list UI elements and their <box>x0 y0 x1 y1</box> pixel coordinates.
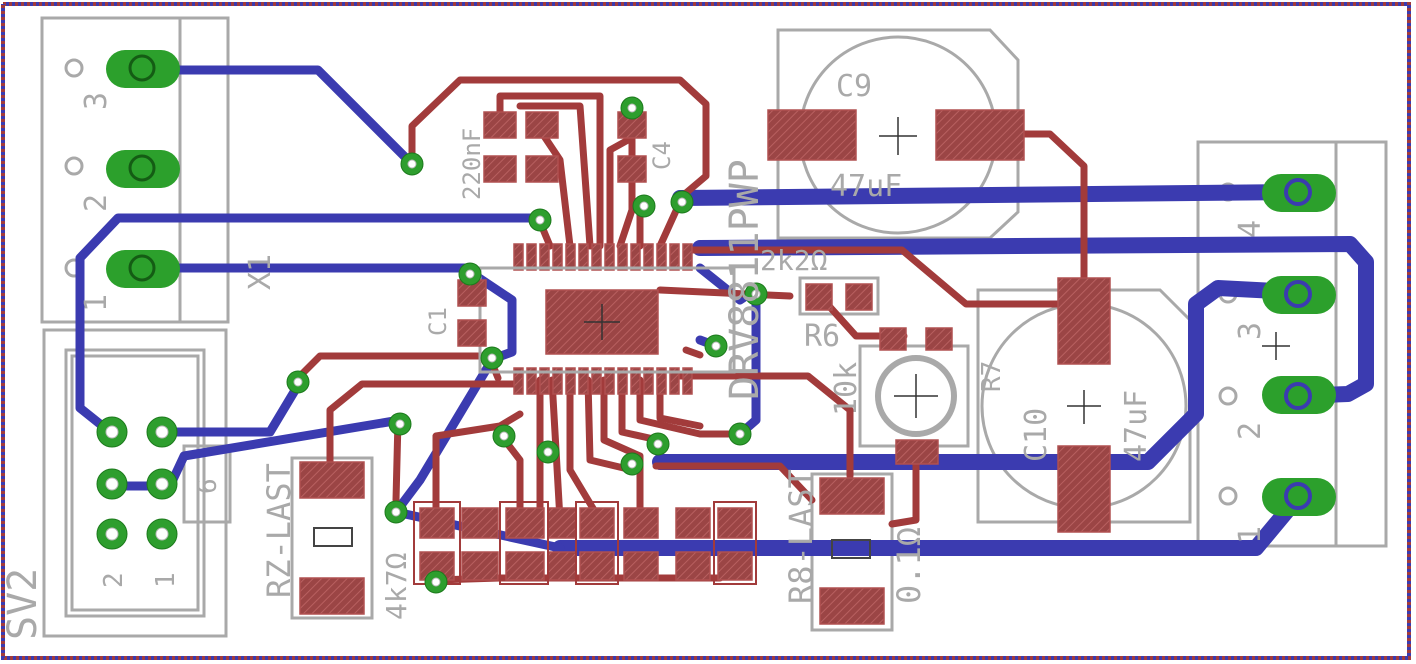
ic-name-label: DRV8811PWP <box>722 159 768 400</box>
r8-value-label: 0.1Ω <box>890 527 928 604</box>
x1-pin2-label: 2 <box>79 194 114 212</box>
x1-name-label: X1 <box>243 254 278 290</box>
c9-name-label: C9 <box>836 69 872 104</box>
c4-name-label: C4 <box>648 141 676 170</box>
c9-value-label: 47uF <box>830 169 902 204</box>
right-pin4-label: 4 <box>1233 220 1268 238</box>
right-pin2-label: 2 <box>1233 422 1268 440</box>
sv2-outline <box>42 328 228 638</box>
c9-outline <box>776 28 1020 240</box>
right-pin3-label: 3 <box>1233 322 1268 340</box>
c10-pad-top <box>1057 277 1111 365</box>
pads-layer <box>299 109 1111 625</box>
sv2-name-label: SV2 <box>0 568 46 640</box>
ic-pins-bottom <box>513 367 693 395</box>
sv2-pin2-label: 2 <box>99 572 129 588</box>
r7-name-label: R7 <box>977 361 1007 392</box>
c9-pad-right <box>935 109 1025 161</box>
c220-value-label: 220nF <box>458 128 486 200</box>
res-4k7-label: 4k7Ω <box>380 553 413 620</box>
sv2-pin6-label: 6 <box>193 478 223 494</box>
r6-name-label: R6 <box>804 319 840 354</box>
r7-value-label: 10k <box>829 362 864 416</box>
c10-value-label: 47uF <box>1119 390 1154 462</box>
c1-name-label: C1 <box>424 307 452 336</box>
sv2-pin1-label: 1 <box>151 572 181 588</box>
c9-pad-left <box>767 109 857 161</box>
r8-last-label: R8-LAST <box>782 469 820 604</box>
ic-pins-top <box>513 243 693 271</box>
vias-layer <box>286 96 768 594</box>
x1-pin3-label: 3 <box>79 92 114 110</box>
through-hole-layer <box>96 50 1336 550</box>
x1-outline <box>40 16 230 324</box>
silk-text-layer: DRV8811PWP C9 47uF C10 47uF 2k2Ω R6 R7 1… <box>0 69 1268 640</box>
x1-pin1-label: 1 <box>79 294 114 312</box>
rz-last-label: RZ-LAST <box>260 463 298 598</box>
c10-name-label: C10 <box>1019 408 1054 462</box>
right-pin1-label: 1 <box>1233 526 1268 544</box>
r6-value-label: 2k2Ω <box>760 244 827 277</box>
top-copper-layer <box>292 76 1088 584</box>
c10-pad-bottom <box>1057 445 1111 533</box>
